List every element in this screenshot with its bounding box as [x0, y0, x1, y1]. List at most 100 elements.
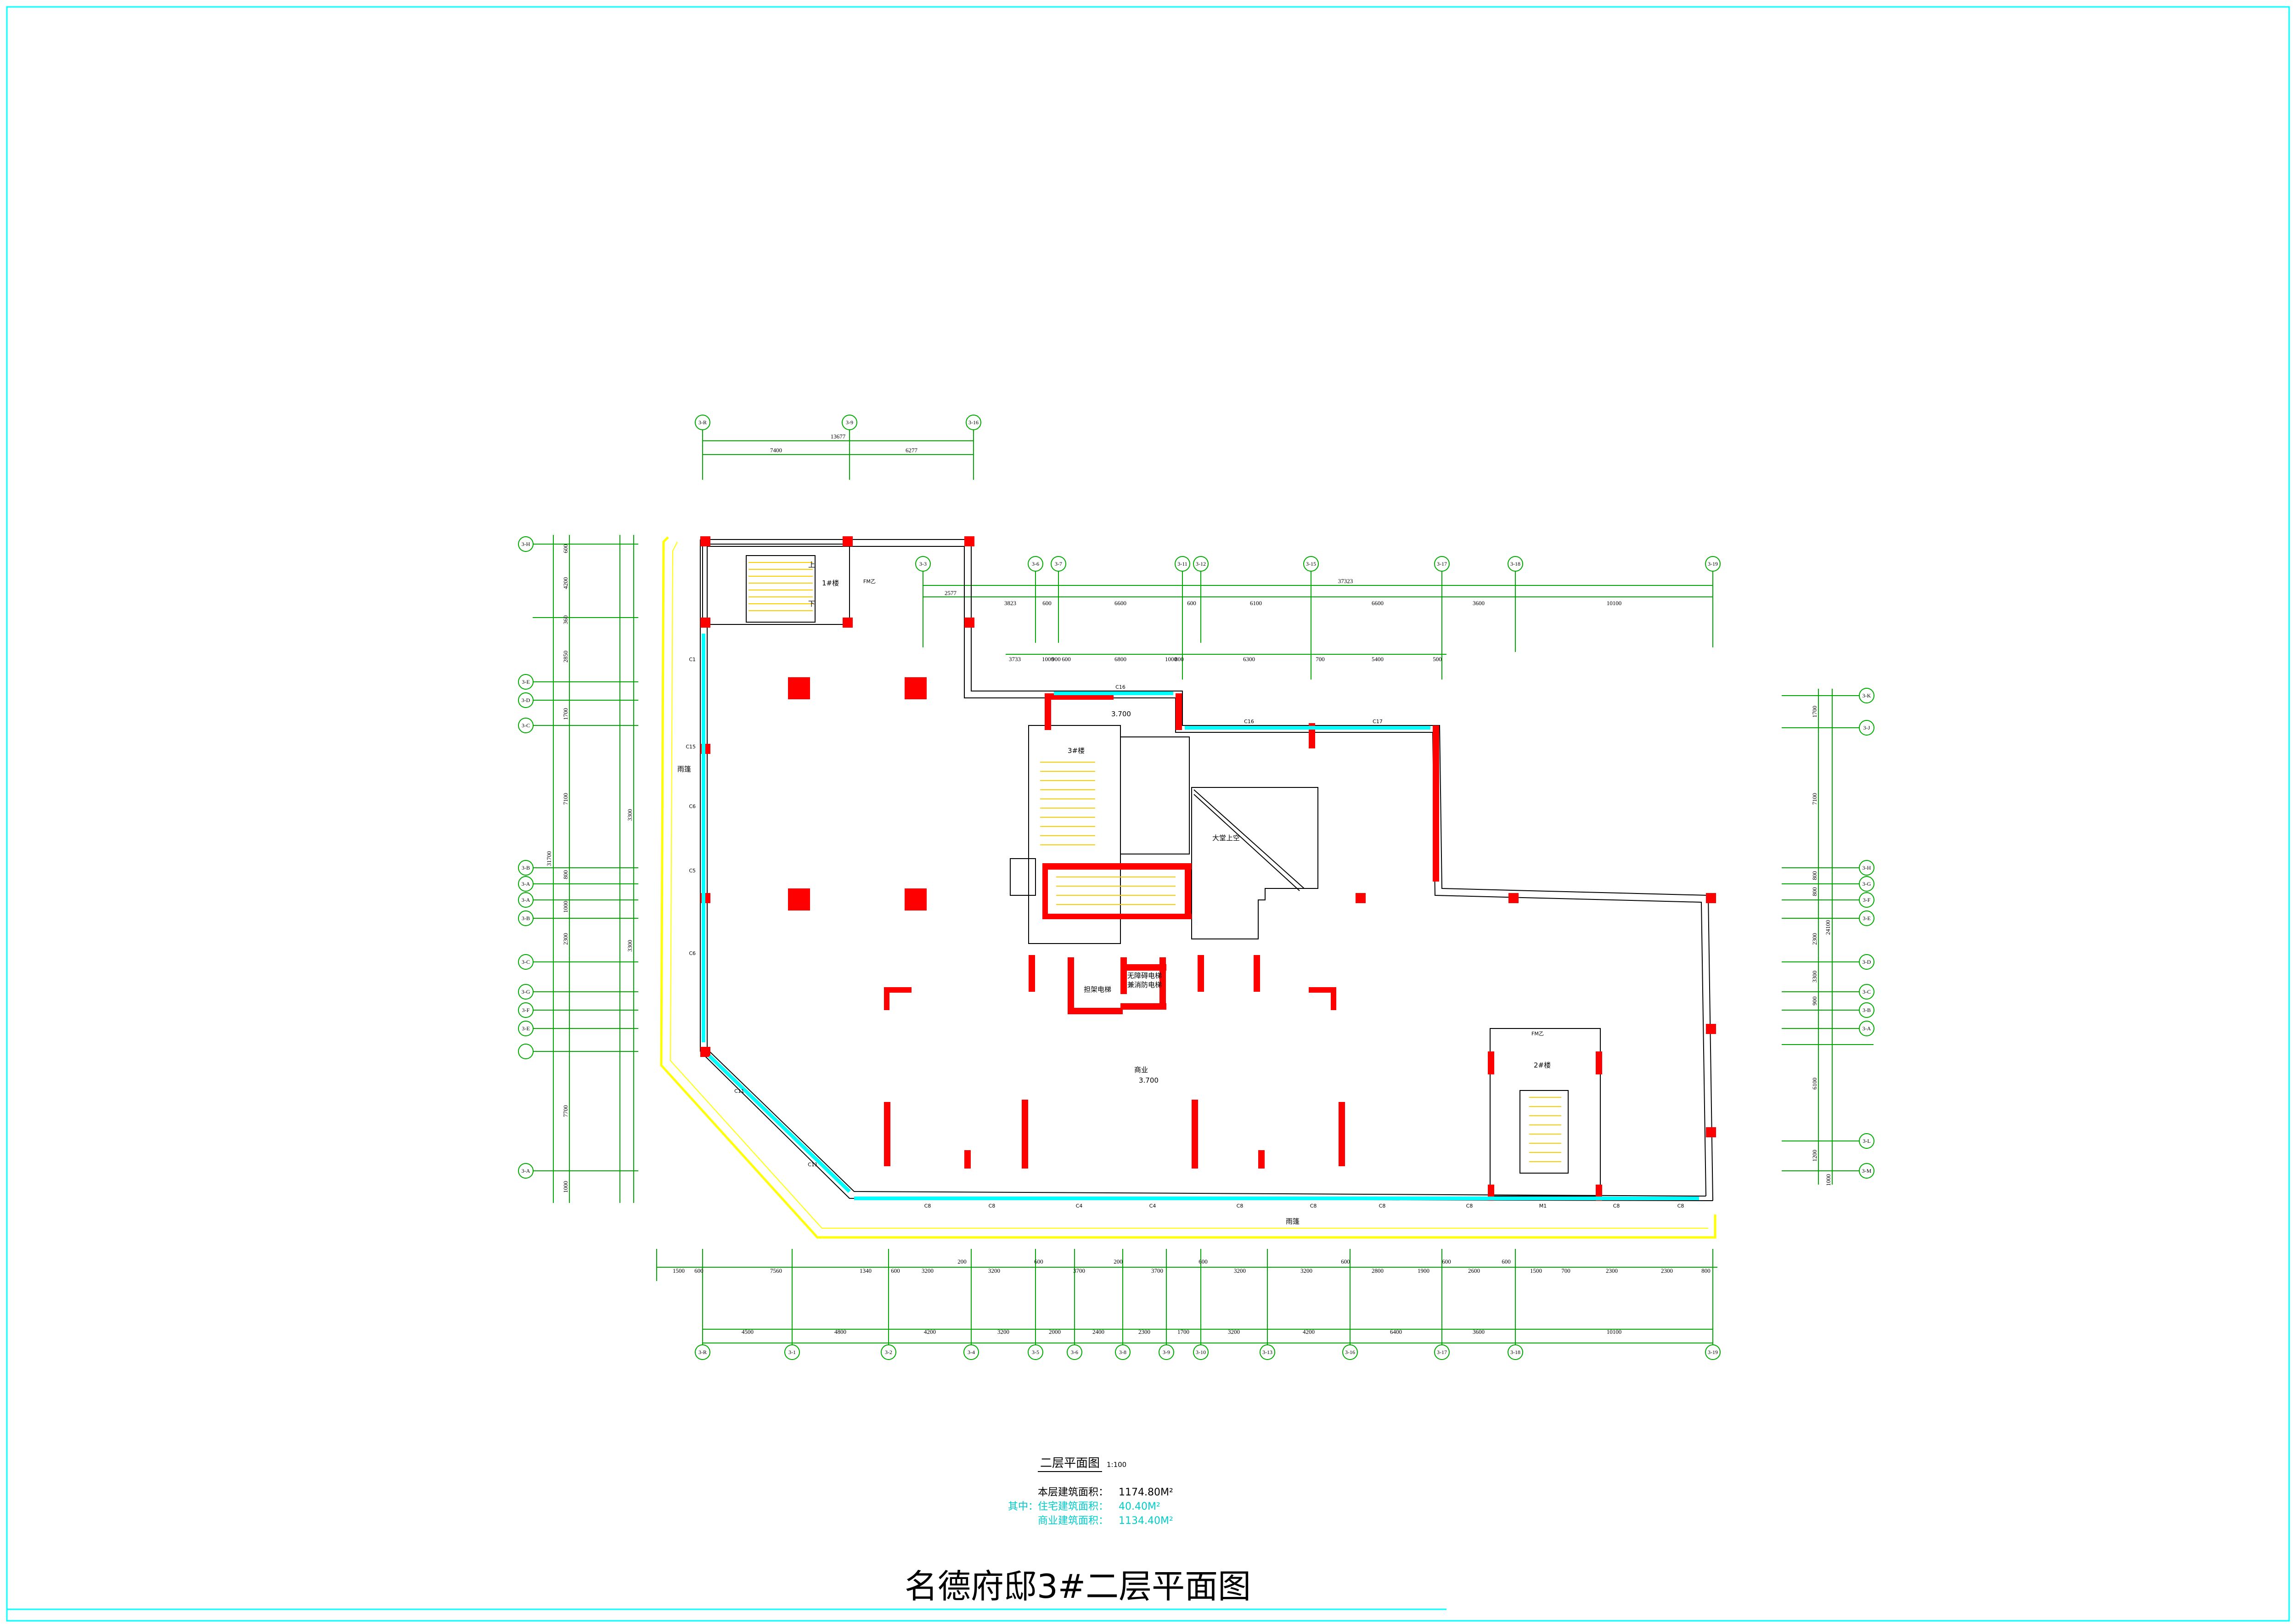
svg-text:3-18: 3-18 — [1510, 1349, 1520, 1355]
svg-text:3-F: 3-F — [522, 1007, 530, 1013]
svg-text:800: 800 — [1175, 656, 1184, 663]
upper-dims: 2577 3823 600 6600 600 6100 6600 3600 10… — [945, 590, 1621, 607]
svg-text:2400: 2400 — [1092, 1328, 1104, 1335]
svg-text:3-9: 3-9 — [1163, 1349, 1170, 1355]
level-mark: 3.700 — [1111, 710, 1131, 718]
svg-text:1000: 1000 — [1165, 656, 1177, 663]
svg-text:600: 600 — [694, 1267, 703, 1274]
stair-1 — [748, 562, 813, 611]
svg-text:3-J: 3-J — [1863, 725, 1870, 731]
stair-1-label: 1#楼 — [822, 579, 839, 587]
top-axis-label: 3-9 — [846, 419, 853, 426]
svg-text:1340: 1340 — [860, 1267, 872, 1274]
svg-text:C4: C4 — [1149, 1203, 1156, 1209]
svg-text:3823: 3823 — [1004, 600, 1016, 607]
svg-text:3-16: 3-16 — [1345, 1349, 1355, 1355]
svg-text:2300: 2300 — [1606, 1267, 1618, 1274]
svg-text:600: 600 — [1042, 600, 1052, 607]
svg-text:6600: 6600 — [1372, 600, 1384, 607]
freight-elevator-label: 担架电梯 — [1084, 985, 1111, 994]
svg-text:1700: 1700 — [562, 708, 569, 720]
svg-text:1000: 1000 — [562, 901, 569, 913]
svg-text:3-D: 3-D — [522, 697, 530, 703]
upper-dimension-chain — [923, 569, 1713, 680]
svg-text:1900: 1900 — [1418, 1267, 1429, 1274]
svg-text:C8: C8 — [1613, 1203, 1620, 1209]
window-labels: C1 C8 C8 C4 C4 C8 C8 C8 C8 C8 C8 C16 C16… — [686, 657, 1684, 1209]
svg-text:5400: 5400 — [1372, 656, 1384, 663]
svg-text:C11: C11 — [734, 1088, 744, 1094]
svg-text:6100: 6100 — [1811, 1078, 1818, 1090]
stair-2 — [1529, 1097, 1561, 1162]
bottom-dimension-chain — [656, 1249, 1717, 1359]
svg-text:3700: 3700 — [1073, 1267, 1085, 1274]
top-dim-total: 13677 — [831, 433, 846, 440]
svg-text:3-1: 3-1 — [788, 1349, 796, 1355]
svg-text:3-E: 3-E — [522, 1025, 529, 1032]
canopy-left-label: 雨篷 — [677, 765, 691, 773]
svg-text:1700: 1700 — [1811, 706, 1818, 718]
svg-text:3-6: 3-6 — [1032, 561, 1039, 567]
svg-text:600: 600 — [1442, 1258, 1451, 1265]
bottom-axis-labels: 3-R 3-1 3-2 3-4 3-5 3-6 3-8 3-9 3-10 3-1… — [698, 1349, 1718, 1355]
svg-text:3300: 3300 — [626, 940, 633, 952]
top-dim: 7400 — [770, 447, 782, 454]
svg-text:3-D: 3-D — [1863, 959, 1871, 965]
svg-text:800: 800 — [1811, 871, 1818, 880]
svg-text:31700: 31700 — [546, 851, 552, 866]
svg-text:C8: C8 — [1310, 1203, 1317, 1209]
svg-text:360: 360 — [562, 615, 569, 624]
svg-text:3-A: 3-A — [522, 1168, 530, 1174]
top-axis-label: 3-R — [698, 419, 707, 426]
canopy-inner-outline — [670, 541, 1708, 1229]
svg-text:24100: 24100 — [1824, 920, 1831, 935]
area-commercial-value: 1134.40M² — [1119, 1515, 1173, 1527]
svg-text:2800: 2800 — [1372, 1267, 1384, 1274]
svg-text:3300: 3300 — [1811, 971, 1818, 983]
svg-text:C4: C4 — [1076, 1203, 1083, 1209]
canopy-outline — [660, 536, 1716, 1239]
building-outline — [700, 539, 1713, 1201]
svg-text:900: 900 — [1811, 996, 1818, 1006]
left-axis-labels: 3-H 3-E 3-D 3-C 3-B 3-A 3-A 3-B 3-C 3-G … — [522, 541, 530, 1174]
plan-scale: 1:100 — [1107, 1461, 1126, 1469]
svg-text:3200: 3200 — [1234, 1267, 1246, 1274]
top-axis-bubbles: 3-R 3-9 3-16 — [695, 415, 981, 430]
lobby-void — [1193, 789, 1305, 891]
svg-text:C8: C8 — [1379, 1203, 1386, 1209]
svg-text:6600: 6600 — [1114, 600, 1126, 607]
svg-text:6400: 6400 — [1390, 1328, 1402, 1335]
svg-text:C15: C15 — [686, 744, 696, 750]
svg-text:3600: 3600 — [1473, 600, 1485, 607]
structural-walls — [700, 536, 1716, 1201]
svg-text:3-13: 3-13 — [1262, 1349, 1272, 1355]
svg-text:3-H: 3-H — [1863, 865, 1871, 871]
fire-door-label: FM乙 — [863, 579, 876, 584]
svg-text:1000: 1000 — [562, 1181, 569, 1193]
svg-text:600: 600 — [562, 544, 569, 553]
svg-text:1000: 1000 — [1825, 1174, 1832, 1186]
svg-text:3-E: 3-E — [522, 679, 529, 685]
svg-text:2600: 2600 — [1468, 1267, 1480, 1274]
svg-text:700: 700 — [1316, 656, 1325, 663]
svg-text:600: 600 — [1187, 600, 1196, 607]
svg-text:3-3: 3-3 — [919, 561, 927, 567]
svg-text:C8: C8 — [1466, 1203, 1473, 1209]
svg-text:C8: C8 — [1677, 1203, 1684, 1209]
left-dimension-chain — [533, 535, 638, 1203]
fire-elevator-label: 兼消防电梯 — [1127, 981, 1162, 989]
svg-text:2300: 2300 — [1661, 1267, 1673, 1274]
svg-text:3-C: 3-C — [522, 959, 530, 965]
svg-text:3-5: 3-5 — [1032, 1349, 1039, 1355]
fire-door-label-2: FM乙 — [1531, 1031, 1544, 1037]
lobby-void-label: 大堂上空 — [1212, 834, 1240, 842]
svg-text:3200: 3200 — [1300, 1267, 1312, 1274]
stair-up-label: 上 — [808, 561, 815, 569]
svg-text:3200: 3200 — [1228, 1328, 1240, 1335]
stair-2-label: 2#楼 — [1534, 1061, 1551, 1069]
svg-text:C5: C5 — [689, 868, 696, 874]
svg-text:3200: 3200 — [922, 1267, 934, 1274]
svg-text:C8: C8 — [989, 1203, 996, 1209]
area-total-value: 1174.80M² — [1119, 1487, 1173, 1498]
svg-text:C16: C16 — [1115, 684, 1125, 690]
